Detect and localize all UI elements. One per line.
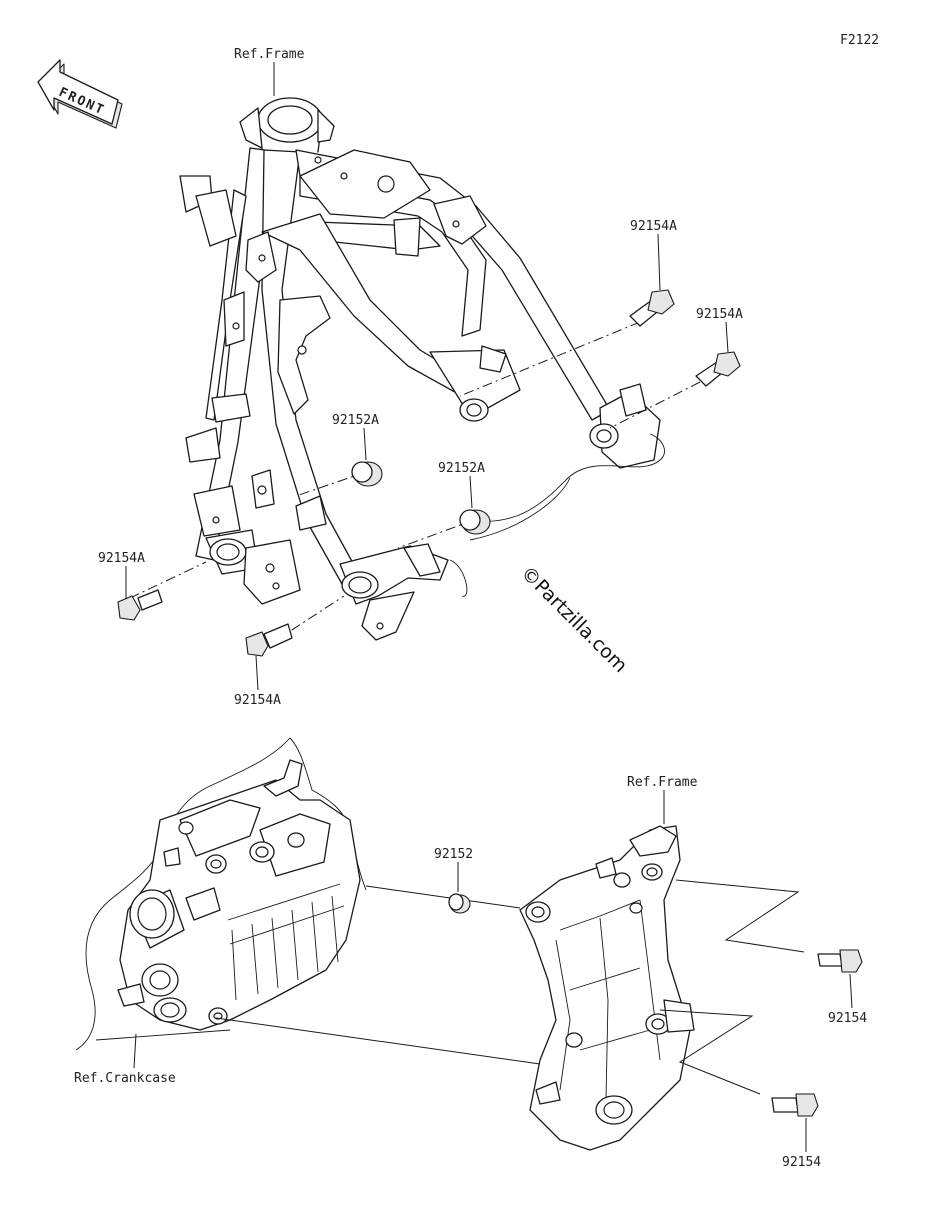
bolt-92154-2: [771, 1093, 819, 1117]
spacer-92152: [448, 893, 471, 914]
bolt-left-2-label: 92154A: [234, 693, 281, 708]
top-center-lines: [129, 321, 701, 653]
ref-frame-bottom-label: Ref.Frame: [627, 775, 698, 790]
watermark-text: ©Partzilla.com: [516, 562, 631, 677]
ref-crankcase-label: Ref.Crankcase: [74, 1071, 176, 1086]
ref-frame-top-label: Ref.Frame: [234, 47, 305, 62]
bolt-left-1-label: 92154A: [98, 551, 145, 566]
bolt-92154a-top-right-2: [695, 351, 741, 387]
bolt-bottom-1-label: 92154: [828, 1011, 867, 1026]
spacer-92152a-2: [459, 509, 491, 535]
spacer-1-label: 92152A: [332, 413, 379, 428]
bolt-92154-1: [817, 949, 863, 973]
spacer-2-label: 92152A: [438, 461, 485, 476]
bolt-92154a-top-right-1: [629, 289, 675, 327]
bolt-bottom-2-label: 92154: [782, 1155, 821, 1170]
spacer-bottom-label: 92152: [434, 847, 473, 862]
bottom-center-lines: [215, 879, 805, 1095]
crankcase-drawing: [75, 737, 367, 1051]
bolt-top-right-2-label: 92154A: [696, 307, 743, 322]
diagram-code: F2122: [840, 33, 879, 48]
front-arrow-icon: FRONT: [37, 59, 123, 129]
bolt-92154a-left-1: [117, 589, 163, 621]
engine-bracket-drawing: [519, 825, 695, 1151]
bolt-92154a-left-2: [245, 623, 293, 657]
spacer-92152a-1: [351, 461, 383, 487]
main-frame-drawing: [179, 97, 665, 641]
bolt-top-right-1-label: 92154A: [630, 219, 677, 234]
